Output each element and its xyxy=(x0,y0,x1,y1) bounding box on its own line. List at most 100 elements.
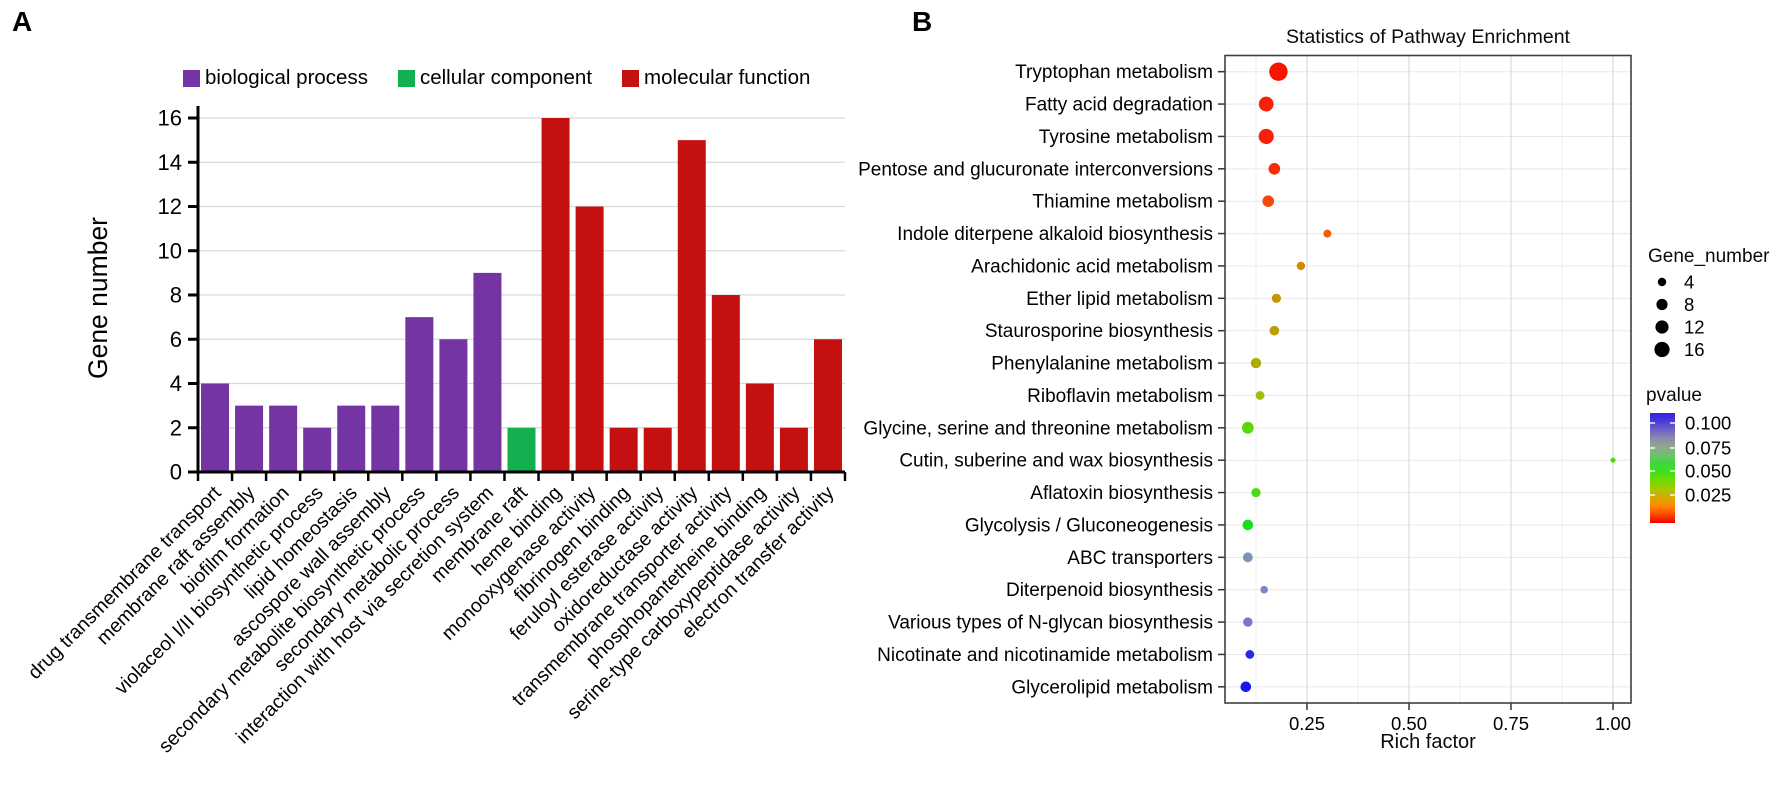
gene-number-legend-dot xyxy=(1656,298,1668,311)
pathway-label: Tyrosine metabolism xyxy=(1039,127,1213,148)
pathway-label: Cutin, suberine and wax biosynthesis xyxy=(899,451,1213,472)
pathway-dot xyxy=(1260,585,1268,594)
gene-number-legend-value: 8 xyxy=(1684,294,1694,315)
pathway-label: Indole diterpene alkaloid biosynthesis xyxy=(897,224,1213,245)
pvalue-legend-title: pvalue xyxy=(1646,385,1702,406)
legend-item-molecular-function: molecular function xyxy=(622,66,810,90)
pathway-label: ABC transporters xyxy=(1067,548,1213,569)
gene-bar xyxy=(439,339,468,472)
gene-number-legend-dot xyxy=(1654,341,1670,358)
pvalue-legend-value: 0.075 xyxy=(1685,438,1731,459)
gene-number-legend-value: 4 xyxy=(1684,272,1694,293)
gene-bar xyxy=(405,317,434,472)
y-tick-label: 8 xyxy=(170,283,182,308)
y-tick-label: 0 xyxy=(170,460,182,485)
pathway-dot xyxy=(1242,519,1254,531)
go-category-legend: biological process cellular component mole… xyxy=(183,66,810,90)
pathway-dot xyxy=(1268,163,1281,175)
gene-bar xyxy=(541,118,570,472)
pathway-dot xyxy=(1245,650,1255,659)
legend-swatch xyxy=(397,69,415,87)
rich-factor-tick-label: 0.25 xyxy=(1289,713,1325,734)
y-tick-label: 6 xyxy=(170,327,182,352)
pathway-label: Thiamine metabolism xyxy=(1032,192,1213,213)
gene-bar xyxy=(269,405,298,472)
rich-factor-axis-title: Rich factor xyxy=(1380,731,1476,753)
gene-bar xyxy=(643,427,672,472)
legend-label: biological process xyxy=(205,66,368,89)
gene-number-legend-dot xyxy=(1657,277,1667,287)
pathway-label: Fatty acid degradation xyxy=(1025,95,1213,116)
gene-bar xyxy=(235,405,264,472)
gene-number-legend-value: 16 xyxy=(1684,339,1705,360)
gene-bar xyxy=(813,339,842,472)
pathway-label: Nicotinate and nicotinamide metabolism xyxy=(877,645,1213,666)
pathway-label: Riboflavin metabolism xyxy=(1027,386,1213,407)
gene-bar xyxy=(711,295,740,472)
panel-a-label: A xyxy=(12,6,33,37)
panel-b-label: B xyxy=(912,6,933,37)
pathway-dot xyxy=(1610,457,1616,463)
pathway-label: Ether lipid metabolism xyxy=(1026,289,1213,310)
pathway-label: Glycine, serine and threonine metabolism xyxy=(863,418,1213,439)
gene-bar xyxy=(609,427,638,472)
pathway-label: Staurosporine biosynthesis xyxy=(985,321,1213,342)
pathway-dot xyxy=(1271,293,1281,303)
gene-bar xyxy=(371,405,400,472)
y-tick-label: 12 xyxy=(158,194,182,219)
gene-number-axis-title: Gene number xyxy=(83,217,113,379)
legend-label: molecular function xyxy=(644,66,811,89)
pvalue-colorbar xyxy=(1650,413,1675,523)
pathway-dot xyxy=(1243,617,1253,627)
pathway-dot xyxy=(1269,325,1280,336)
y-tick-label: 2 xyxy=(170,415,182,440)
legend-item-biological-process: biological process xyxy=(183,66,368,90)
gene-bar xyxy=(507,427,536,472)
pathway-dot xyxy=(1296,261,1306,271)
gene-bar xyxy=(303,427,332,472)
pathway-dot xyxy=(1251,487,1261,498)
gene-bar xyxy=(337,405,366,472)
y-tick-label: 16 xyxy=(158,106,182,131)
gene-number-legend-dot xyxy=(1655,320,1669,334)
legend-swatch xyxy=(622,69,640,87)
pathway-dot xyxy=(1258,96,1274,112)
pathway-label: Glycerolipid metabolism xyxy=(1011,677,1213,698)
pvalue-legend-value: 0.025 xyxy=(1685,485,1731,506)
pvalue-legend-value: 0.100 xyxy=(1685,413,1731,434)
pathway-dot xyxy=(1240,681,1252,693)
pathway-dot xyxy=(1269,62,1288,81)
plot-border xyxy=(1224,54,1632,704)
pathway-label: Glycolysis / Gluconeogenesis xyxy=(965,515,1213,536)
rich-factor-tick-label: 0.50 xyxy=(1391,713,1427,734)
pathway-dot xyxy=(1258,128,1274,145)
legend-swatch xyxy=(183,69,200,87)
gene-bar xyxy=(575,206,604,472)
gene-bar xyxy=(745,383,774,472)
rich-factor-tick-label: 1.00 xyxy=(1595,713,1631,734)
pathway-label: Various types of N-glycan biosynthesis xyxy=(888,613,1213,634)
gene-bar xyxy=(779,427,808,472)
gene-bar xyxy=(677,140,706,472)
pathway-dot xyxy=(1262,195,1275,207)
y-tick-label: 10 xyxy=(158,238,182,263)
pathway-label: Phenylalanine metabolism xyxy=(991,354,1213,375)
pathway-dot xyxy=(1250,357,1262,369)
pathway-label: Tryptophan metabolism xyxy=(1015,62,1213,83)
gene-number-legend-title: Gene_number xyxy=(1648,246,1770,267)
legend-label: cellular component xyxy=(419,66,593,89)
pathway-dot xyxy=(1242,552,1253,563)
gene-number-legend-value: 12 xyxy=(1684,317,1705,338)
pathway-label: Diterpenoid biosynthesis xyxy=(1006,580,1213,601)
rich-factor-tick-label: 0.75 xyxy=(1493,713,1529,734)
legend-item-cellular-component: cellular component xyxy=(397,66,593,90)
gene-bar xyxy=(473,272,502,472)
gene-bar xyxy=(201,383,230,472)
y-tick-label: 14 xyxy=(158,150,182,175)
pathway-dot xyxy=(1241,421,1254,434)
pvalue-legend-value: 0.050 xyxy=(1685,461,1731,482)
pathway-dot xyxy=(1323,229,1332,238)
pathway-dot xyxy=(1255,391,1265,400)
y-tick-label: 4 xyxy=(170,371,182,396)
